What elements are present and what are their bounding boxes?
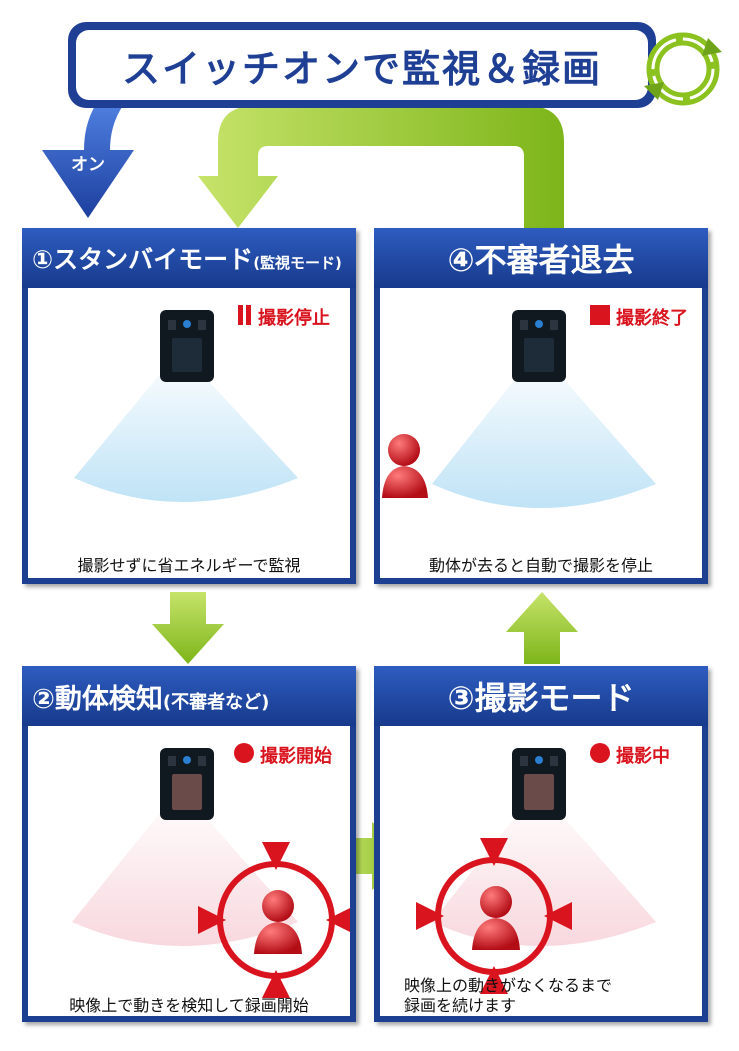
target-reticle-icon bbox=[198, 842, 350, 998]
camera-view-cone bbox=[432, 350, 656, 508]
panel-header: ②動体検知(不審者など) bbox=[22, 666, 356, 726]
person-icon bbox=[382, 434, 428, 498]
panel-body: 撮影開始 映像上で動きを検知して録画開始 bbox=[28, 726, 350, 1016]
panel-title: 撮影モード bbox=[474, 679, 635, 717]
up-arrow bbox=[506, 592, 578, 664]
target-reticle-icon bbox=[416, 838, 572, 994]
panel-recording-mode: ③撮影モード bbox=[374, 666, 708, 1022]
panel-motion-detect: ②動体検知(不審者など) bbox=[22, 666, 356, 1022]
camera-view-cone bbox=[72, 788, 298, 946]
panel-caption: 動体が去ると自動で撮影を停止 bbox=[428, 556, 653, 575]
step-number: ① bbox=[32, 245, 54, 274]
step-number: ② bbox=[32, 683, 55, 715]
status-label: 撮影中 bbox=[590, 742, 670, 768]
step-number: ③ bbox=[447, 679, 475, 717]
panel-header: ④不審者退去 bbox=[374, 228, 708, 288]
record-icon bbox=[590, 742, 610, 768]
down-arrow bbox=[152, 592, 224, 664]
panel-title: スタンバイモード bbox=[53, 245, 254, 274]
panel-subtitle: (監視モード) bbox=[253, 254, 342, 272]
panel-title: 動体検知 bbox=[54, 683, 163, 715]
camera-icon bbox=[512, 748, 566, 820]
panel-standby: ①スタンバイモード(監視モード) 撮影停止 bbox=[22, 228, 356, 584]
status-label: 撮影開始 bbox=[234, 742, 332, 768]
stop-icon bbox=[590, 304, 610, 330]
panel-body: 撮影停止 撮影せずに省エネルギーで監視 bbox=[28, 288, 350, 578]
camera-icon bbox=[160, 748, 214, 820]
panel-caption: 映像上で動きを検知して録画開始 bbox=[69, 996, 309, 1015]
pause-icon bbox=[238, 304, 252, 330]
record-icon bbox=[234, 742, 254, 768]
panel-body: 撮影中 映像上の動きがなくなるまで 録画を続けます bbox=[380, 726, 702, 1016]
panel-title: 不審者退去 bbox=[474, 241, 635, 279]
on-arrow bbox=[42, 104, 134, 218]
loop-arrow bbox=[198, 106, 564, 228]
camera-view-cone bbox=[74, 350, 298, 502]
camera-icon bbox=[160, 310, 214, 382]
title-banner: スイッチオンで監視＆録画 bbox=[68, 22, 656, 108]
step-number: ④ bbox=[447, 241, 475, 279]
banner-title: スイッチオンで監視＆録画 bbox=[121, 46, 602, 91]
panel-body: 撮影終了 動体が去ると自動で撮影を停止 bbox=[380, 288, 702, 578]
panel-subtitle: (不審者など) bbox=[162, 691, 270, 713]
panel-intruder-leaves: ④不審者退去 bbox=[374, 228, 708, 584]
panel-header: ③撮影モード bbox=[374, 666, 708, 726]
camera-icon bbox=[512, 310, 566, 382]
panel-caption: 撮影せずに省エネルギーで監視 bbox=[77, 556, 301, 575]
status-label: 撮影停止 bbox=[238, 304, 330, 330]
on-label: オン bbox=[71, 155, 105, 175]
panel-header: ①スタンバイモード(監視モード) bbox=[22, 228, 356, 288]
panel-caption: 映像上の動きがなくなるまで 録画を続けます bbox=[404, 976, 613, 1015]
cycle-icon bbox=[644, 32, 722, 106]
status-label: 撮影終了 bbox=[590, 304, 688, 330]
